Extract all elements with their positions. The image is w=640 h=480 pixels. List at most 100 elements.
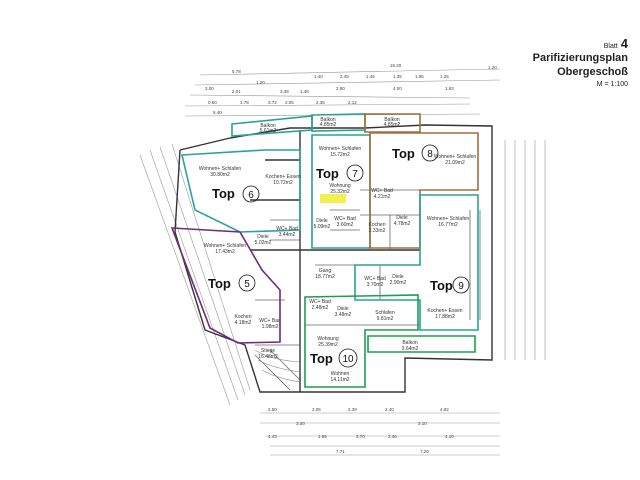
unit-top-6-circle	[242, 185, 260, 203]
unit-top-7-label: Top	[316, 166, 339, 181]
dimension-label: 1.45	[366, 74, 375, 79]
room-area: 1.98m2	[262, 324, 279, 330]
plan-scale: M = 1:100	[596, 81, 628, 88]
dimension-label: 2.35	[316, 100, 325, 105]
room-area: 17.88m2	[435, 314, 455, 320]
dimension-label: 1.93	[445, 86, 454, 91]
dimension-label: 2.12	[348, 100, 357, 105]
highlight-marker	[320, 194, 346, 203]
unit-top-9-circle	[452, 276, 470, 294]
room-area: 4.21m2	[374, 194, 391, 200]
room-area: 2.33m2	[369, 228, 386, 234]
unit-top-10-circle	[338, 348, 358, 368]
dimension-label: 1.20	[488, 65, 497, 70]
room-area: 5.09m2	[314, 224, 331, 230]
dimension-label: 1.95	[415, 74, 424, 79]
sheet-label-text: Blatt	[603, 43, 618, 50]
room-name: Balkon	[320, 117, 336, 123]
room-name: Diele	[257, 234, 269, 240]
room-area: 9.81m2	[377, 316, 394, 322]
unit-top-6-number: 6	[248, 190, 254, 201]
dimension-label: 15.20	[390, 63, 402, 68]
room-name: Balkon	[384, 117, 400, 123]
room-name: Wohnen+ Schlafen	[199, 166, 242, 172]
dimension-lines	[139, 68, 546, 456]
dimension-label: 3.10	[418, 421, 427, 426]
room-name: Diele	[396, 215, 408, 221]
dimension-label: 4.43	[268, 434, 277, 439]
room-name: WC+ Bad	[276, 226, 298, 232]
balcony-top-8-boundary	[364, 113, 421, 133]
dimension-label: 2.90	[336, 86, 345, 91]
dimension-label: 0.60	[208, 100, 217, 105]
room-area: 5.02m2	[255, 240, 272, 246]
unit-boundaries	[170, 113, 479, 388]
room-name: WC+ Bad	[364, 276, 386, 282]
unit-top-9-label: Top	[430, 278, 453, 293]
dimension-label: 2.46	[388, 434, 397, 439]
room-name: WC+ Bad	[259, 318, 281, 324]
unit-top-5-circle	[238, 274, 256, 292]
unit-top-8-boundary	[369, 132, 479, 249]
room-name: WC+ Bad	[334, 216, 356, 222]
dimension-label: 3.38	[280, 89, 289, 94]
room-name: Gang	[319, 268, 331, 274]
dimension-label: 1.35	[393, 74, 402, 79]
room-area: 3.48m2	[335, 312, 352, 318]
room-area: 17.43m2	[215, 249, 235, 255]
room-area: 2.48m2	[312, 305, 329, 311]
balcony-top-10-boundary	[367, 335, 476, 353]
dimension-label: 5.78	[232, 69, 241, 74]
dimension-label: 1.55	[318, 434, 327, 439]
unit-top-10-label: Top	[310, 351, 333, 366]
room-name: Wohnen+ Schlafen	[204, 243, 247, 249]
dimension-label: 1.48	[300, 89, 309, 94]
room-area: 3.70m2	[367, 282, 384, 288]
dimension-label: 2.45	[340, 74, 349, 79]
room-area: 16.48m2	[258, 354, 278, 360]
dimension-label: 2.05	[312, 407, 321, 412]
dimension-label: 1.40	[314, 74, 323, 79]
room-name: Kochen+ Essen	[265, 174, 300, 180]
room-name: WC+ Bad	[371, 188, 393, 194]
dimension-label: 3.70	[356, 434, 365, 439]
room-area: 25.39m2	[318, 342, 338, 348]
room-name: Kochen	[369, 222, 386, 228]
dimension-label: 4.00	[393, 86, 402, 91]
unit-top-10-boundary	[304, 294, 419, 388]
room-name: Balkon	[260, 123, 276, 129]
sheet-number: 4	[620, 36, 628, 51]
room-area: 4.18m2	[235, 320, 252, 326]
room-name: Wohnen+ Schlafen	[434, 154, 477, 160]
dimension-label: 7.71	[336, 449, 345, 454]
room-area: 4.85m2	[320, 122, 337, 128]
room-area: 16.77m2	[438, 222, 458, 228]
room-area: 18.77m2	[315, 274, 335, 280]
unit-top-10-number: 10	[342, 354, 354, 365]
room-name: Wohnen	[331, 371, 350, 377]
room-name: Wohnung	[329, 183, 351, 189]
room-area: 21.09m2	[445, 160, 465, 166]
dimension-label: 5.40	[213, 110, 222, 115]
room-area: 5.61m2	[260, 128, 277, 134]
dimension-label: 3.00	[205, 86, 214, 91]
unit-top-5-label: Top	[208, 276, 231, 291]
unit-top-8-label: Top	[392, 146, 415, 161]
dimensions-top: 5.78 3.00 1.40 15.20 1.95 1.25 1.20 3.38…	[205, 63, 497, 115]
room-name: Kochen+ Essen	[427, 308, 462, 314]
dimension-label: 1.78	[240, 100, 249, 105]
interior-walls	[254, 189, 481, 391]
plan-title: Parifizierungsplan	[532, 52, 628, 64]
stair	[254, 349, 301, 383]
unit-top-8-circle	[421, 144, 439, 162]
room-name: Balkon	[402, 340, 418, 346]
dimension-label: 3.72	[268, 100, 277, 105]
room-area: 10.72m2	[273, 180, 293, 186]
dimension-label: 4.82	[440, 407, 449, 412]
room-area: 30.80m2	[210, 172, 230, 178]
unit-top-6-boundary	[181, 149, 301, 233]
dimension-label: 2.40	[385, 407, 394, 412]
dimension-label: 4.10	[445, 434, 454, 439]
room-area: 2.90m2	[390, 280, 407, 286]
